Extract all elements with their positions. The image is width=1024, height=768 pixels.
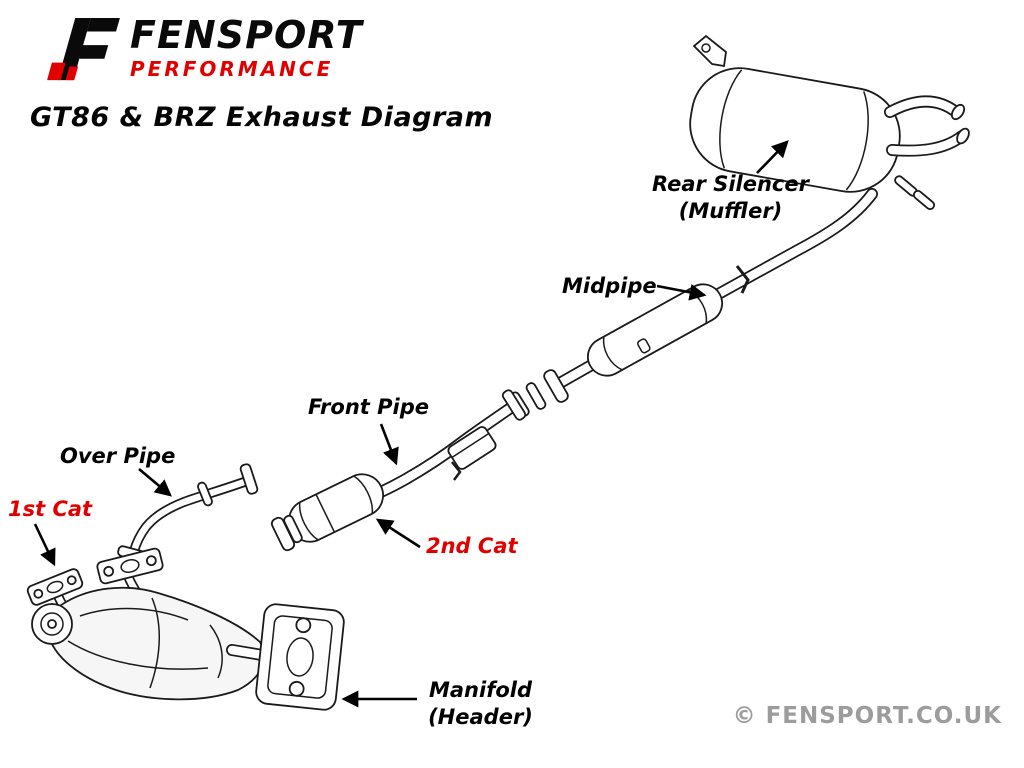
logo-text-block: FENSPORT PERFORMANCE <box>130 13 363 81</box>
fensport-logo-mark-icon <box>47 17 120 81</box>
rear-silencer-label-line1: Rear Silencer <box>652 172 809 196</box>
midpipe-label: Midpipe <box>562 274 657 298</box>
manifold-label: Manifold (Header) <box>398 677 563 731</box>
front-pipe-drawing <box>352 389 527 508</box>
second-cat-drawing <box>270 473 384 552</box>
page-title: GT86 & BRZ Exhaust Diagram <box>30 102 494 133</box>
pointer-arrows <box>33 140 789 708</box>
over-pipe-arrow <box>138 468 172 497</box>
midpipe-drawing <box>543 188 878 403</box>
manifold-label-line1: Manifold <box>428 678 532 702</box>
logo-tagline-text: PERFORMANCE <box>130 56 334 81</box>
manifold-drawing <box>26 547 345 711</box>
manifold-label-line2: (Header) <box>428 705 533 729</box>
first-cat-arrow <box>33 523 56 567</box>
rear-silencer-arrow <box>756 140 789 174</box>
rear-silencer-drawing <box>689 34 970 211</box>
second-cat-label: 2nd Cat <box>426 534 518 558</box>
front-pipe-arrow <box>379 423 399 466</box>
first-cat-label: 1st Cat <box>8 497 93 521</box>
rear-silencer-label-line2: (Muffler) <box>678 199 783 223</box>
midpipe-arrow <box>656 283 707 301</box>
over-pipe-label: Over Pipe <box>60 444 176 468</box>
front-pipe-label: Front Pipe <box>308 395 429 419</box>
fensport-logo: FENSPORT PERFORMANCE <box>46 13 363 84</box>
watermark: © FENSPORT.CO.UK <box>732 703 1002 729</box>
rear-silencer-label: Rear Silencer (Muffler) <box>613 171 848 225</box>
logo-brand-text: FENSPORT <box>130 13 363 57</box>
over-pipe-drawing <box>117 463 259 563</box>
second-cat-arrow <box>375 518 421 549</box>
